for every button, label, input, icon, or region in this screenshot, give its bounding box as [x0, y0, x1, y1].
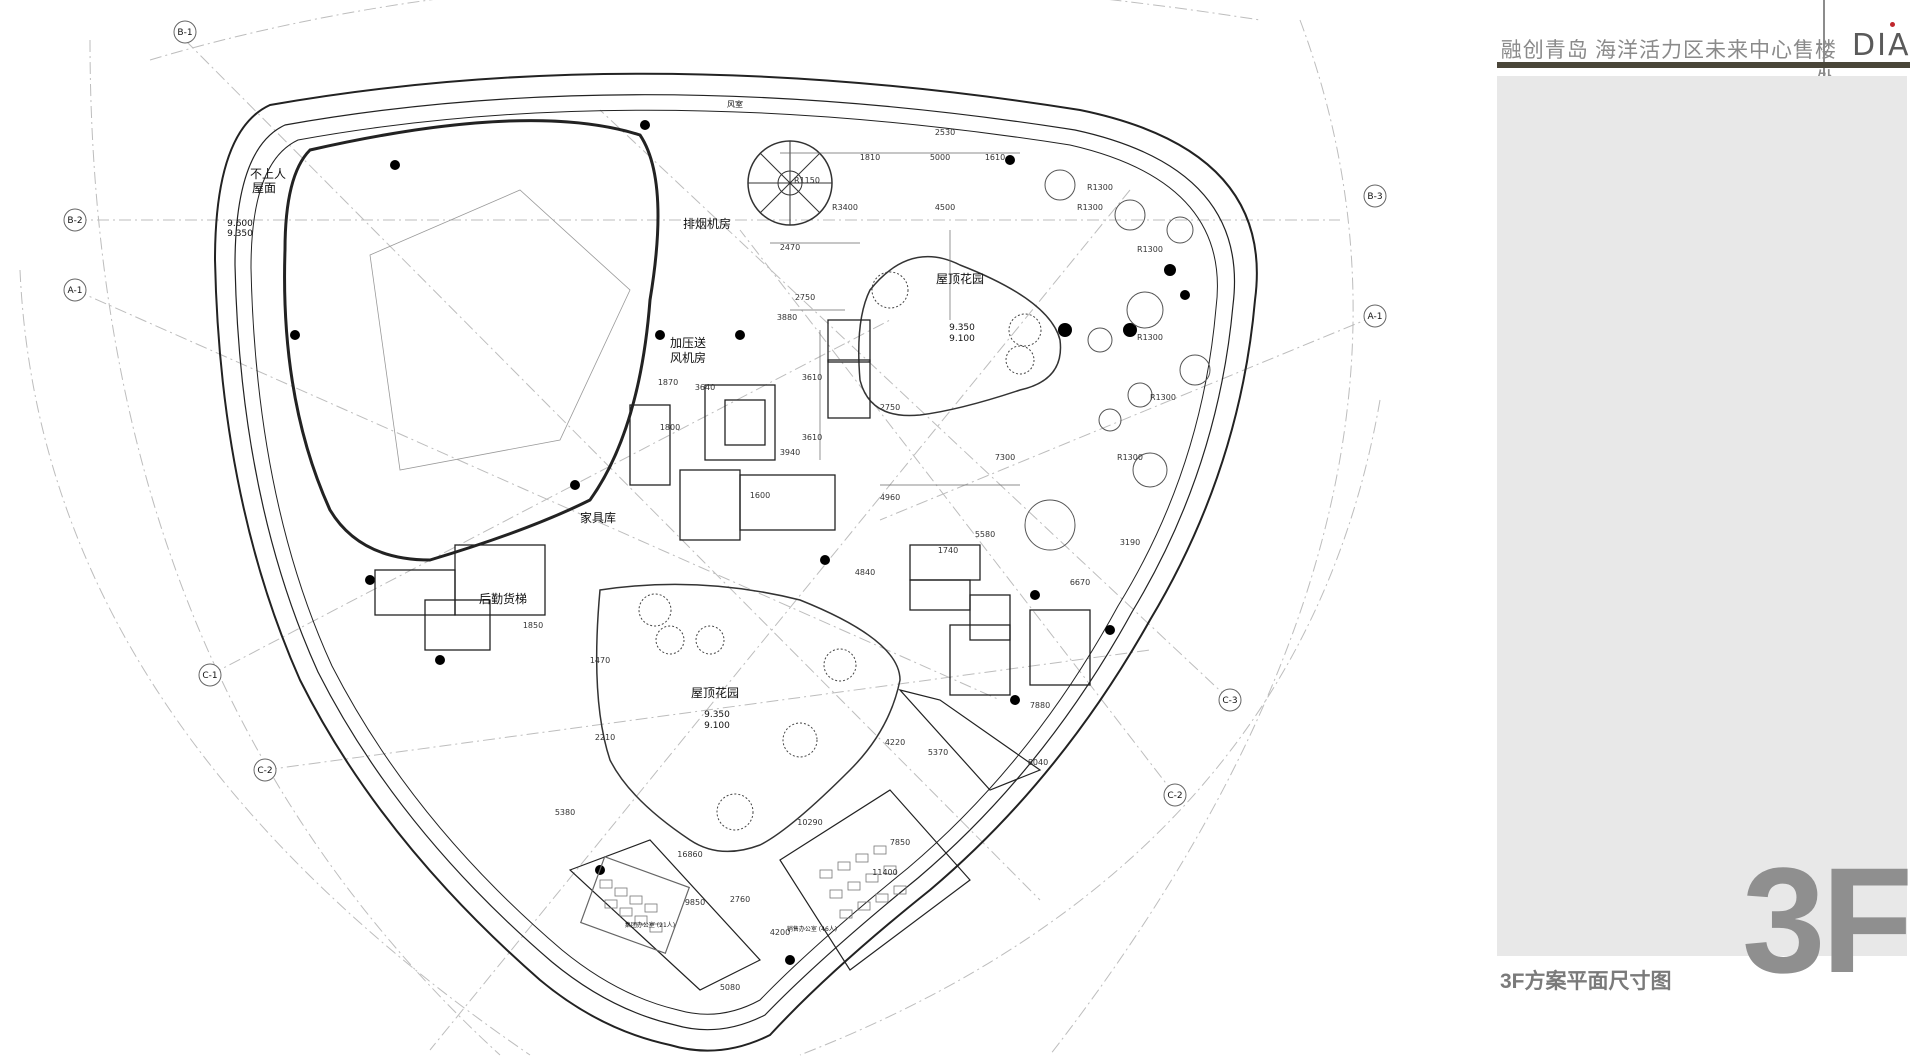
drawing-title: 3F方案平面尺寸图 [1500, 970, 1672, 993]
dim-2530: 2530 [935, 128, 955, 137]
grid-label-a1-left: A-1 [68, 286, 83, 296]
room-label-office-left: 集团办公室 (21人) [625, 921, 675, 929]
radius-r1300-f: R1300 [1087, 183, 1113, 192]
dim-5000: 5000 [930, 153, 950, 162]
room-label-no-access-roof-2: 屋面 [252, 181, 276, 195]
room-label-smoke-exhaust: 排烟机房 [683, 216, 731, 231]
dim-4220: 4220 [885, 738, 905, 747]
grid-label-c3: C-3 [1222, 696, 1237, 706]
dimension-lines [770, 152, 1020, 486]
dim-2750-b: 2750 [880, 403, 900, 412]
radius-r3400: R3400 [832, 203, 858, 212]
dim-3610-b: 3610 [802, 433, 822, 442]
room-label-pressurized-fan-2: 风机房 [670, 350, 706, 365]
header-underline [1497, 62, 1910, 68]
building-shell [213, 72, 1258, 1052]
dim-2750-a: 2750 [795, 293, 815, 302]
grid-label-b2: B-2 [67, 216, 82, 226]
dim-16860: 16860 [677, 850, 702, 859]
elevation-roof-2: 9.350 [227, 229, 253, 239]
dim-7850: 7850 [890, 838, 910, 847]
grid-bubbles [63, 20, 1387, 807]
dim-7300: 7300 [995, 453, 1015, 462]
radius-r1300-a: R1300 [1077, 203, 1103, 212]
dim-3640: 3640 [695, 383, 715, 392]
dim-5580: 5580 [975, 530, 995, 539]
dim-4200: 4200 [770, 928, 790, 937]
dim-4960: 4960 [880, 493, 900, 502]
dim-4840: 4840 [855, 568, 875, 577]
dim-6670: 6670 [1070, 578, 1090, 587]
dim-1740: 1740 [938, 546, 958, 555]
elevation-garden-top-b: 9.100 [949, 334, 975, 344]
roof-garden-bottom [595, 583, 901, 853]
room-label-furniture-store: 家具库 [580, 510, 616, 525]
elevation-garden-bottom-b: 9.100 [704, 721, 730, 731]
dim-2470: 2470 [780, 243, 800, 252]
void-area [283, 119, 660, 562]
radius-r1300-d: R1300 [1150, 393, 1176, 402]
room-label-roof-garden-top: 屋顶花园 [936, 271, 984, 286]
dim-3940: 3940 [780, 448, 800, 457]
room-label-office-right: 销售办公室 (46人) [787, 925, 837, 933]
lounge-furniture [1024, 169, 1211, 551]
room-label-roof-garden-bottom: 屋顶花园 [691, 685, 739, 700]
dim-1600: 1600 [750, 491, 770, 500]
radius-r1300-c: R1300 [1137, 333, 1163, 342]
spiral-stair [747, 140, 833, 226]
dim-9850: 9850 [685, 898, 705, 907]
radius-r1300-e: R1300 [1117, 453, 1143, 462]
floor-label: 3F [1742, 836, 1913, 1004]
office-zones [568, 688, 1042, 991]
dim-1800: 1800 [660, 423, 680, 432]
elevation-garden-bottom-a: 9.350 [704, 710, 730, 720]
dim-2210: 2210 [595, 733, 615, 742]
grid-lines [19, 0, 1381, 1056]
grid-label-b1: B-1 [177, 28, 192, 38]
header-divider-line [1823, 0, 1825, 108]
dim-1850: 1850 [523, 621, 543, 630]
dim-3190: 3190 [1120, 538, 1140, 547]
dim-8040: 8040 [1028, 758, 1048, 767]
floor-plan-drawing: B-1 B-2 A-1 B-3 A-1 C-1 C-2 C-3 C-2 不上人 … [19, 0, 1387, 1056]
radius-r1300-b: R1300 [1137, 245, 1163, 254]
dim-5080: 5080 [720, 983, 740, 992]
dim-7880: 7880 [1030, 701, 1050, 710]
room-label-service-elevator: 后勤货梯 [479, 591, 527, 606]
service-core [374, 319, 1091, 696]
room-label-pressurized-fan-1: 加压送 [670, 335, 706, 350]
project-title: 融创青岛 海洋活力区未来中心售楼处 [1500, 38, 1837, 92]
company-logo: DIA [1852, 28, 1911, 63]
office-desks [599, 845, 907, 933]
structural-columns [290, 120, 1190, 965]
dim-1810: 1810 [860, 153, 880, 162]
dim-11400: 11400 [872, 868, 897, 877]
dim-2760: 2760 [730, 895, 750, 904]
elevation-roof-1: 9.600 [227, 219, 253, 229]
elevation-garden-top-a: 9.350 [949, 323, 975, 333]
dim-3880: 3880 [777, 313, 797, 322]
dim-4500: 4500 [935, 203, 955, 212]
dim-1470: 1470 [590, 656, 610, 665]
dim-10290: 10290 [797, 818, 822, 827]
side-panel [1497, 76, 1907, 956]
grid-label-c2-left: C-2 [257, 766, 272, 776]
radius-r1150: R1150 [794, 176, 820, 185]
roof-garden-top [858, 255, 1062, 417]
grid-label-a1-right: A-1 [1368, 312, 1383, 322]
dim-1870: 1870 [658, 378, 678, 387]
dim-5370: 5370 [928, 748, 948, 757]
dim-5380: 5380 [555, 808, 575, 817]
grid-label-b3: B-3 [1367, 192, 1382, 202]
room-label-no-access-roof-1: 不上人 [250, 167, 286, 181]
dim-1610: 1610 [985, 153, 1005, 162]
void-inner-lines [369, 189, 631, 471]
room-label-fan-room: 风室 [727, 99, 743, 109]
dim-3610-a: 3610 [802, 373, 822, 382]
grid-label-c2-right: C-2 [1167, 791, 1182, 801]
logo-accent-dot [1890, 22, 1895, 27]
grid-label-c1: C-1 [202, 671, 217, 681]
